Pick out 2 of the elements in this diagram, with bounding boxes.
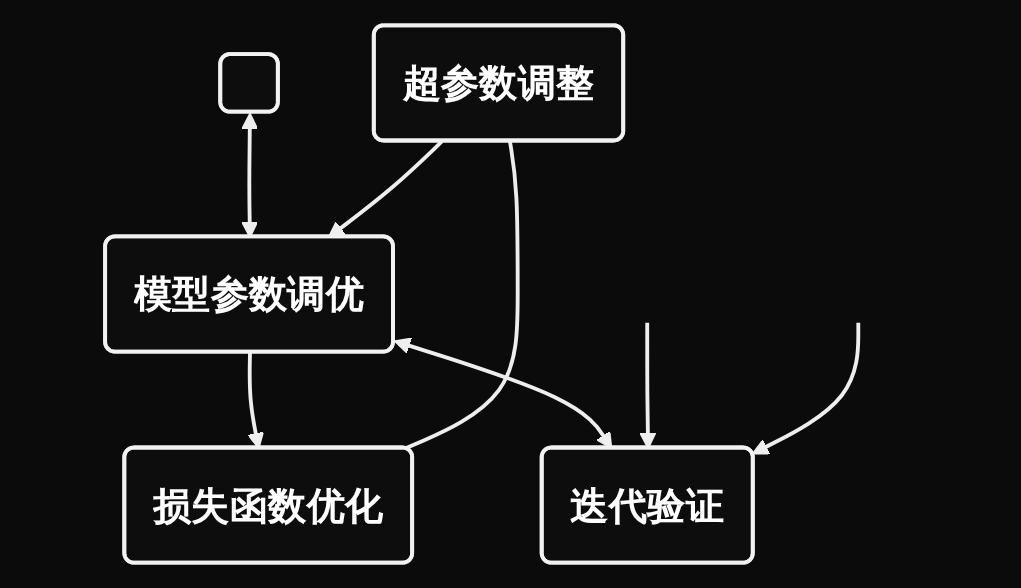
connector	[404, 141, 520, 451]
arrow	[751, 322, 861, 455]
